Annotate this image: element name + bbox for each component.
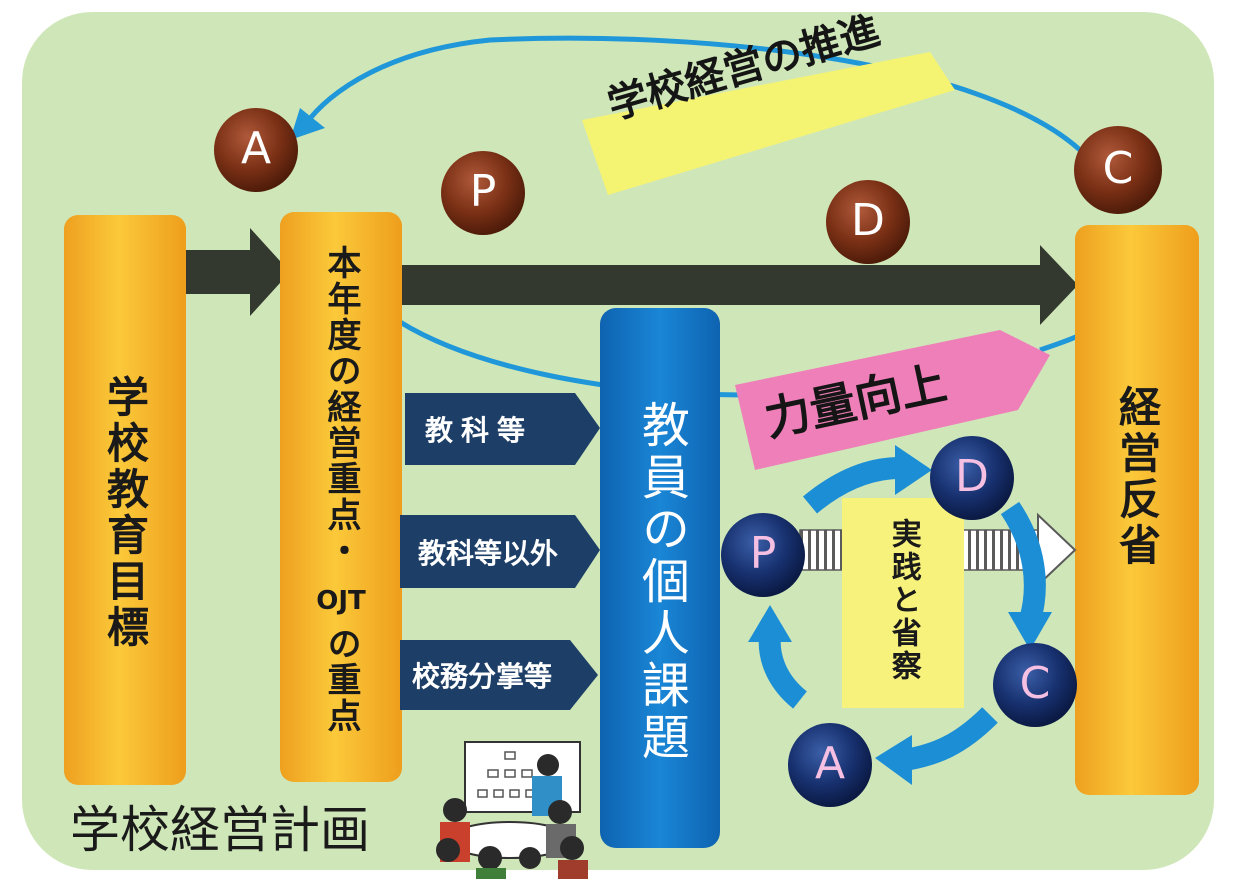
goal-text: 学校教育目標 — [100, 375, 150, 651]
pillar-goal-label: 学校教育目標 — [64, 375, 186, 651]
goal-to-focus-arrow — [186, 228, 290, 316]
center-column-label: 教員の個人課題 — [600, 400, 720, 764]
area-box-duties-label: 校務分掌等 — [412, 660, 553, 693]
improvement-banner-shape — [735, 330, 1050, 470]
outer-a-label: A — [240, 123, 272, 174]
pillar-reflection-label: 経営反省 — [1075, 385, 1199, 569]
center-column-shape — [600, 308, 720, 848]
inner-circle-c — [993, 643, 1077, 727]
personal-task-text: 教員の個人課題 — [632, 400, 689, 764]
focus-bottom-text: の重点 — [321, 626, 362, 735]
inner-a-label: A — [814, 738, 846, 789]
pillar-focus-label: 本年度の経営重点・ OJT の重点 — [280, 245, 402, 734]
inner-circle-a — [788, 723, 872, 807]
area-box-other: 教科等以外 — [400, 515, 593, 588]
outer-d-label: D — [851, 195, 885, 246]
inner-circle-p — [721, 513, 805, 597]
pillar-reflection — [1075, 225, 1199, 795]
area-box-shape-3 — [400, 640, 598, 710]
practice-box-shape — [842, 498, 964, 708]
area-box-subjects-label: 教科等 — [425, 414, 534, 447]
meeting-illustration — [436, 741, 588, 879]
outer-arc-arrowhead — [290, 108, 325, 140]
area-box-shape-1 — [405, 393, 600, 465]
promotion-banner-shape — [582, 52, 955, 195]
outer-p-label: P — [469, 166, 497, 217]
plan-title: 学校経営計画 — [70, 790, 370, 862]
area-box-duties: 校務分掌等 — [400, 640, 582, 710]
inner-circle-d — [930, 436, 1014, 520]
area-box-shape-2 — [400, 515, 600, 588]
pillar-focus — [280, 212, 402, 782]
reflection-text: 経営反省 — [1112, 385, 1162, 569]
outer-circle-c — [1074, 126, 1162, 214]
outer-circle-a — [214, 108, 298, 192]
pillar-goal — [64, 215, 186, 785]
focus-top-text: 本年度の経営重点・ — [321, 245, 362, 569]
inner-d-label: D — [955, 451, 989, 502]
outer-circle-d — [826, 180, 910, 264]
outer-circle-p — [441, 151, 525, 235]
inner-cycle-arrowheads — [748, 445, 1052, 785]
area-box-other-label: 教科等以外 — [418, 536, 559, 570]
plan-title-text: 学校経営計画 — [70, 801, 370, 859]
practice-text: 実践と省察 — [885, 518, 921, 683]
area-box-subjects: 教科等 — [405, 393, 595, 465]
practice-box-label: 実践と省察 — [842, 518, 964, 683]
inner-p-label: P — [749, 528, 777, 579]
outer-cycle-arc — [302, 35, 1082, 152]
inner-c-label: C — [1019, 658, 1051, 709]
focus-ojt-text: OJT — [316, 586, 366, 616]
inner-cycle-arrows — [758, 457, 1046, 771]
focus-to-reflection-arrow — [400, 245, 1078, 325]
outer-c-label: C — [1102, 143, 1134, 194]
